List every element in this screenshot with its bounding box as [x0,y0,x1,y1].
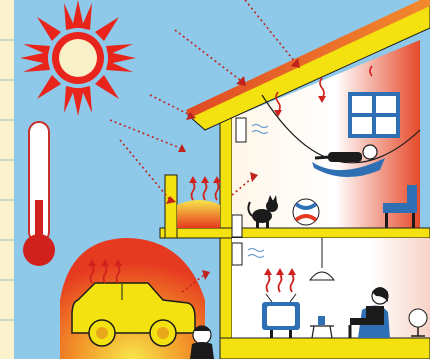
window-icon [348,92,400,138]
balcony-heat [177,200,220,228]
ac-unit-lower [232,243,242,265]
page-edge [0,0,14,359]
balcony-wall [165,175,177,238]
lower-room [232,238,430,338]
ground-floor [220,338,430,359]
sun-icon [20,0,136,116]
ac-unit-upper [236,118,246,142]
ball-icon [293,199,319,225]
ac-unit-middle [232,215,242,237]
upper-floor [160,228,430,238]
